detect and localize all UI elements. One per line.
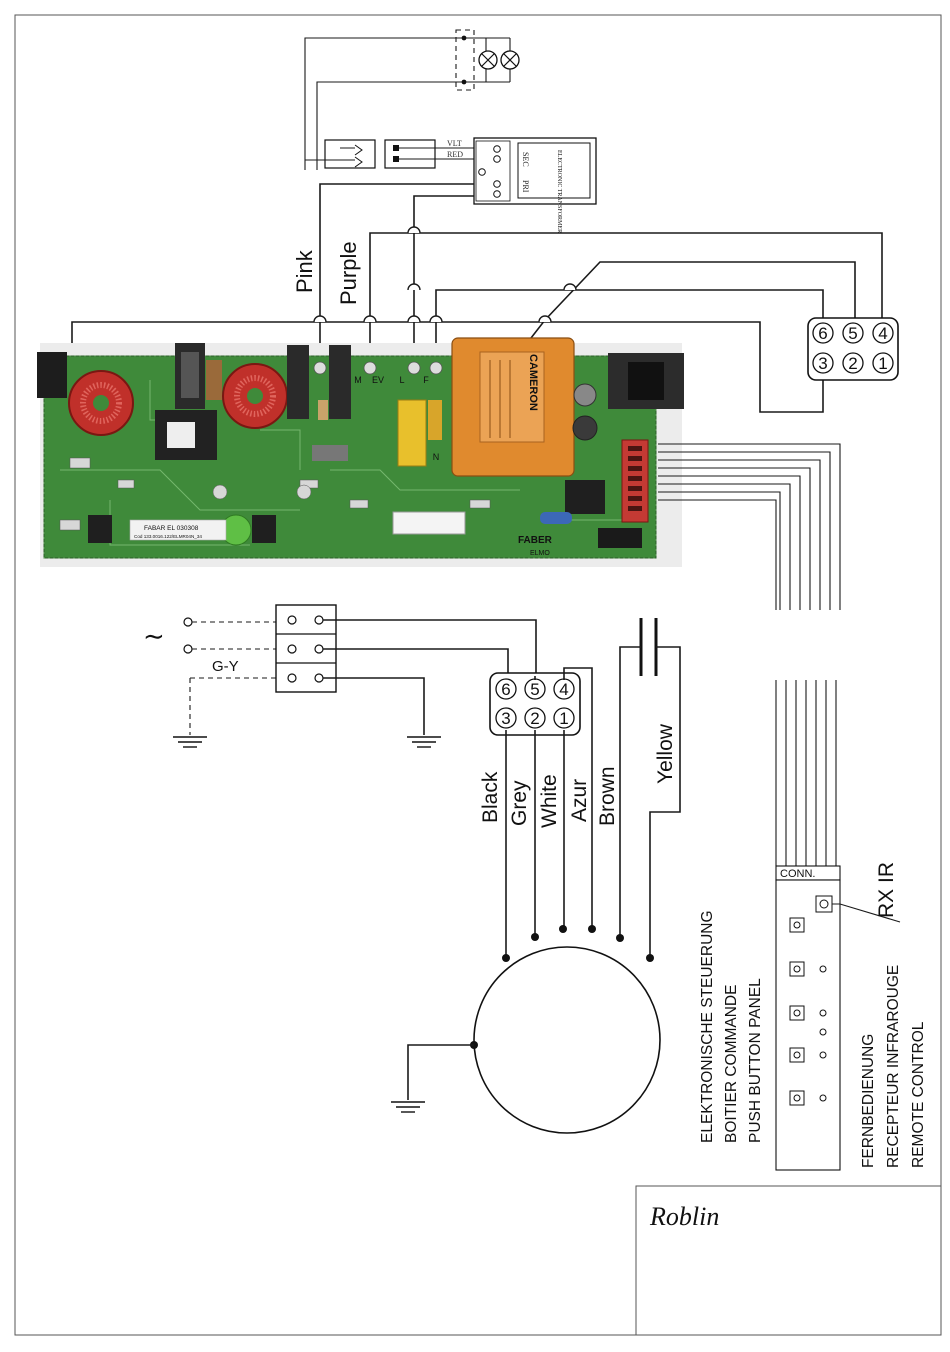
conn-label: CONN. (780, 868, 815, 880)
ground-icon (173, 736, 207, 748)
electronic-transformer: VLT RED SEC PRI ELECTRONIC TRANSFORMER (447, 137, 597, 233)
motor (470, 925, 661, 1134)
terminal-label: M (354, 375, 362, 385)
connector-top: 6 5 4 3 2 1 (807, 317, 899, 381)
pin-label: 3 (818, 354, 827, 373)
transformer-pri-label: PRI (521, 180, 530, 193)
lamp-circuit (304, 29, 520, 170)
wire-label-yellow: Yellow (654, 723, 677, 784)
mains-input: ∼ G-Y (143, 617, 278, 748)
lamp-icon (500, 50, 520, 70)
pin-label: 6 (501, 680, 510, 699)
push-button-panel: CONN. RX IR (775, 862, 901, 1171)
pin-label: 6 (818, 324, 827, 343)
wire-label-azur: Azur (568, 779, 591, 822)
wire-label-grey: Grey (508, 780, 531, 826)
pin-label: 1 (559, 709, 568, 728)
lamp-connector (305, 139, 475, 169)
pin-label: 4 (878, 324, 887, 343)
wire-label-black: Black (479, 771, 502, 823)
ir-receiver-icon (815, 895, 901, 923)
transformer-red-label: RED (447, 150, 463, 159)
remote-label-en: REMOTE CONTROL (910, 1021, 927, 1168)
pin-label: 2 (530, 709, 539, 728)
wire-label-pink: Pink (292, 249, 317, 293)
lamp-icon (478, 50, 498, 70)
connector-motor: 6 5 4 3 2 1 (489, 672, 581, 736)
ground-icon (391, 1101, 425, 1113)
coil-middle (222, 363, 288, 429)
wire-label-brown: Brown (596, 766, 619, 826)
title-block: Roblin (635, 1185, 941, 1335)
pin-label: 5 (848, 324, 857, 343)
ground-label: G-Y (212, 658, 239, 675)
lamp-housing (455, 29, 475, 91)
pin-label: 2 (848, 354, 857, 373)
pin-label: 4 (559, 680, 568, 699)
remote-label-fr: RECEPTEUR INFRAROUGE (885, 965, 902, 1168)
rx-ir-label: RX IR (875, 862, 898, 918)
ground-icon (407, 736, 441, 748)
terminal-label: F (423, 375, 429, 385)
ribbon-cable-upper (658, 443, 841, 610)
panel-label-fr: BOITIER COMMANDE (723, 985, 740, 1143)
terminal-label: L (399, 375, 404, 385)
relay-block: CAMERON (451, 337, 575, 477)
transformer-name-label: ELECTRONIC TRANSFORMER (556, 150, 562, 233)
board-sticker (129, 519, 227, 541)
wire-label-white: White (538, 774, 561, 828)
board-text-2: Cod 133.0016.122/ELMR04N_34 (134, 534, 202, 539)
relay-brand: CAMERON (527, 354, 539, 411)
ribbon-cable-lower (775, 680, 837, 866)
remote-label-de: FERNBEDIENUNG (860, 1034, 877, 1168)
pin-label: 5 (530, 680, 539, 699)
board-text: FABAR EL 030308 (144, 525, 199, 532)
transformer-vlt-label: VLT (447, 139, 462, 148)
panel-label-de: ELEKTRONISCHE STEUERUNG (699, 910, 716, 1143)
board-model: ELMO (530, 550, 550, 557)
pin-label: 1 (878, 354, 887, 373)
wire-crossings (313, 226, 577, 323)
board-brand: FABER (518, 535, 553, 546)
transformer-sec-label: SEC (521, 152, 530, 167)
pin-label: 3 (501, 709, 510, 728)
coil-left (68, 370, 134, 436)
page-border (14, 14, 942, 1336)
ac-symbol: ∼ (143, 621, 165, 651)
control-pcb: M EV L F N CAMERON (37, 337, 684, 567)
panel-label-en: PUSH BUTTON PANEL (747, 978, 764, 1143)
capacitor-icon (639, 618, 658, 676)
brand-logo: Roblin (649, 1202, 719, 1231)
terminal-label: N (433, 452, 440, 462)
wire-label-purple: Purple (336, 241, 361, 305)
terminal-label: EV (372, 375, 384, 385)
